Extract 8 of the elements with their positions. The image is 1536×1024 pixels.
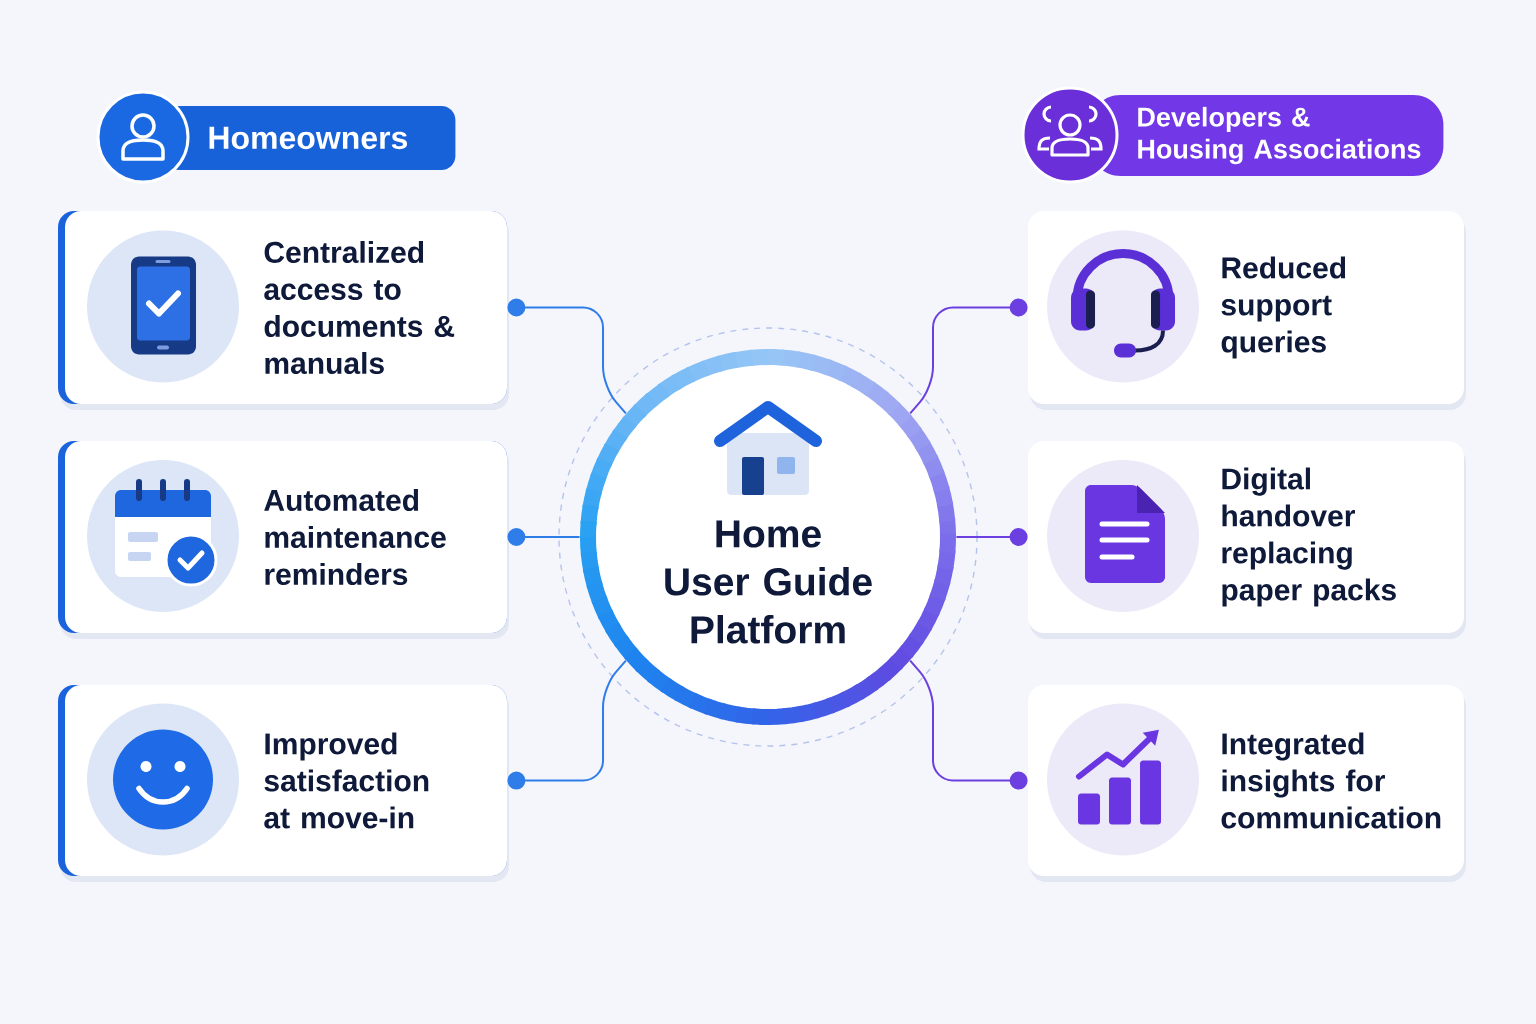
connector bbox=[507, 659, 627, 790]
group-header: Homeowners bbox=[165, 106, 456, 170]
connector bbox=[507, 528, 581, 546]
connector bbox=[507, 298, 627, 415]
group-header: Developers & Housing Associations bbox=[1090, 95, 1444, 176]
connector bbox=[955, 528, 1028, 546]
connector bbox=[909, 298, 1028, 415]
connector bbox=[909, 659, 1028, 790]
